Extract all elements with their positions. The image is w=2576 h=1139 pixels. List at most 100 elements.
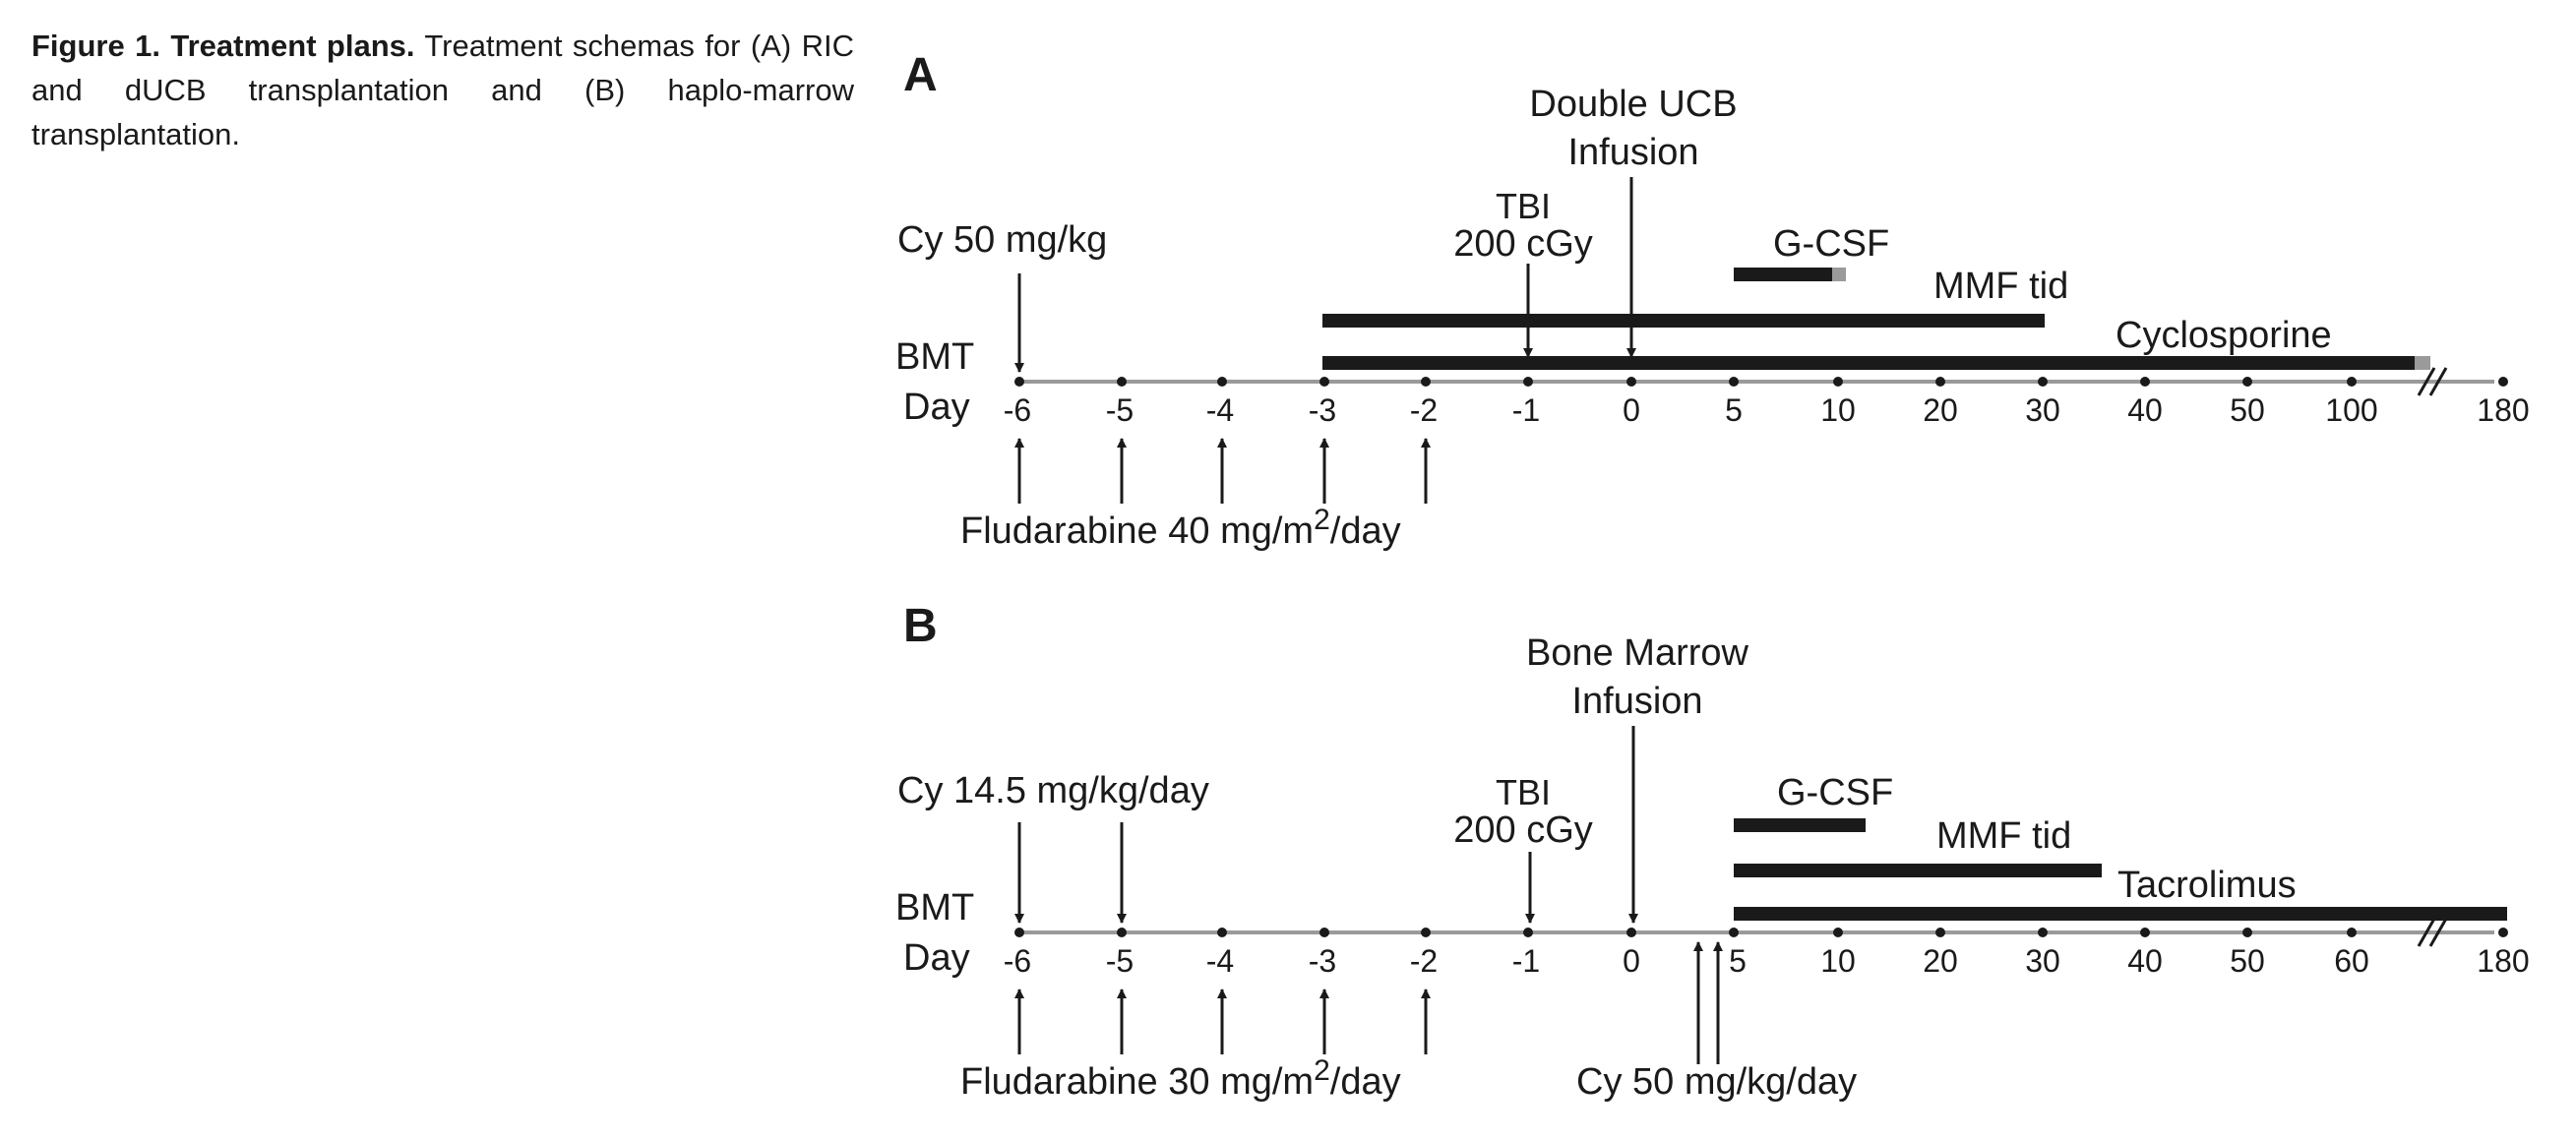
caption-label: Figure 1. Treatment plans. <box>31 29 415 63</box>
tick-label: 180 <box>2477 943 2529 979</box>
panel-b-tacrolimus-bar <box>1734 907 2507 921</box>
panel-b: B BMT Day -6 <box>895 600 2530 1103</box>
panel-b-mmf-bar <box>1734 864 2102 877</box>
day-dot <box>1319 377 1329 387</box>
panel-a-fludarabine-label: Fludarabine 40 mg/m2/day <box>960 504 1401 552</box>
panel-a-mmf-bar <box>1322 314 2045 328</box>
day-dot <box>1935 377 1945 387</box>
tick-label: 20 <box>1923 392 1958 428</box>
day-dot <box>2498 377 2508 387</box>
day-dot <box>1833 928 1843 937</box>
tick-label: 20 <box>1923 943 1958 979</box>
day-dot <box>2242 928 2252 937</box>
panel-b-post-cy-label: Cy 50 mg/kg/day <box>1576 1061 1857 1103</box>
panel-b-letter: B <box>903 600 938 652</box>
panel-b-infusion-label-line1: Bone Marrow <box>1526 632 1749 674</box>
tick-label: -3 <box>1309 943 1336 979</box>
day-dot <box>1626 377 1636 387</box>
panel-a-tbi-label-line2: 200 cGy <box>1453 223 1593 265</box>
tick-label: -4 <box>1206 943 1234 979</box>
tick-label: -6 <box>1004 943 1031 979</box>
tick-label: -2 <box>1410 392 1438 428</box>
panel-b-infusion-label-line2: Infusion <box>1571 681 1702 722</box>
panel-a-tick-labels: -6 -5 -4 -3 -2 -1 0 5 10 20 30 40 50 100… <box>1004 392 2530 428</box>
tick-label: -6 <box>1004 392 1031 428</box>
panel-b-cy-label: Cy 14.5 mg/kg/day <box>897 770 1209 811</box>
day-dot <box>1729 377 1739 387</box>
panel-b-fludarabine-arrows <box>1014 989 1431 1054</box>
panel-a-cyclosporine-bar <box>1322 356 2415 370</box>
tick-label: 5 <box>1725 392 1743 428</box>
panel-b-post-cy-arrows <box>1693 941 1723 1064</box>
day-dot <box>1217 377 1227 387</box>
panel-a-cyclosporine-label: Cyclosporine <box>2116 315 2332 356</box>
day-dot <box>1217 928 1227 937</box>
day-dot <box>1729 928 1739 937</box>
day-dot <box>2347 377 2357 387</box>
day-dot <box>1935 928 1945 937</box>
tick-label: 180 <box>2477 392 2529 428</box>
day-dot <box>1833 377 1843 387</box>
panel-a: A BMT Day -6 <box>895 49 2530 552</box>
day-dot <box>1523 928 1533 937</box>
day-dot <box>1421 928 1431 937</box>
tick-label: -5 <box>1106 943 1134 979</box>
tick-label: 10 <box>1820 392 1856 428</box>
panel-a-mmf-label: MMF tid <box>1933 266 2068 307</box>
day-dot <box>1117 928 1127 937</box>
panel-a-gcsf-label: G-CSF <box>1773 223 1889 265</box>
day-dot <box>1626 928 1636 937</box>
tick-label: 60 <box>2334 943 2369 979</box>
panel-b-mmf-label: MMF tid <box>1936 815 2071 857</box>
tick-label: 40 <box>2127 943 2163 979</box>
tick-label: -2 <box>1410 943 1438 979</box>
day-dot <box>2347 928 2357 937</box>
panel-b-day-markers <box>1014 928 2508 937</box>
panel-b-tick-labels: -6 -5 -4 -3 -2 -1 0 5 10 20 30 40 50 60 … <box>1004 943 2530 979</box>
panel-a-fludarabine-arrows <box>1014 438 1431 504</box>
caption-text: Treatment schemas for (A) RIC and dUCB t… <box>31 29 854 151</box>
panel-b-gcsf-label: G-CSF <box>1777 772 1893 813</box>
panel-a-gcsf-bar-fade <box>1832 268 1846 281</box>
day-dot <box>1421 377 1431 387</box>
panel-a-day-label: Day <box>903 387 970 428</box>
panel-b-gcsf-bar <box>1734 818 1866 832</box>
panel-a-day-markers <box>1014 377 2508 387</box>
panel-b-day-label: Day <box>903 937 970 979</box>
day-dot <box>1523 377 1533 387</box>
tick-label: 30 <box>2025 392 2060 428</box>
day-dot <box>2242 377 2252 387</box>
day-dot <box>2498 928 2508 937</box>
day-dot <box>1014 928 1024 937</box>
panel-a-cyclosporine-bar-fade <box>2415 356 2430 370</box>
day-dot <box>1014 377 1024 387</box>
tick-label: 0 <box>1623 943 1640 979</box>
panel-a-axis-break <box>2417 367 2448 396</box>
panel-a-cy-label: Cy 50 mg/kg <box>897 219 1107 261</box>
panel-b-tacrolimus-label: Tacrolimus <box>2117 865 2297 906</box>
panel-b-tbi-label-line2: 200 cGy <box>1453 809 1593 851</box>
tick-label: -3 <box>1309 392 1336 428</box>
day-dot <box>2038 928 2048 937</box>
panel-a-tbi-label-line1: TBI <box>1496 186 1551 226</box>
panel-b-axis-break <box>2417 918 2448 947</box>
panel-b-bmt-label: BMT <box>895 887 974 929</box>
figure-caption: Figure 1. Treatment plans. Treatment sch… <box>31 24 854 156</box>
tick-label: 40 <box>2127 392 2163 428</box>
tick-label: 0 <box>1623 392 1640 428</box>
day-dot <box>2038 377 2048 387</box>
panel-a-infusion-label-line2: Infusion <box>1567 132 1698 173</box>
panel-a-bmt-label: BMT <box>895 336 974 378</box>
tick-label: -4 <box>1206 392 1234 428</box>
tick-label: 50 <box>2230 392 2265 428</box>
panel-a-infusion-label-line1: Double UCB <box>1529 84 1737 125</box>
tick-label: 50 <box>2230 943 2265 979</box>
day-dot <box>2140 377 2150 387</box>
panel-a-gcsf-bar <box>1734 268 1832 281</box>
day-dot <box>1117 377 1127 387</box>
tick-label: 100 <box>2325 392 2377 428</box>
panel-b-tbi-label-line1: TBI <box>1496 772 1551 812</box>
panel-a-letter: A <box>903 49 938 101</box>
tick-label: -5 <box>1106 392 1134 428</box>
